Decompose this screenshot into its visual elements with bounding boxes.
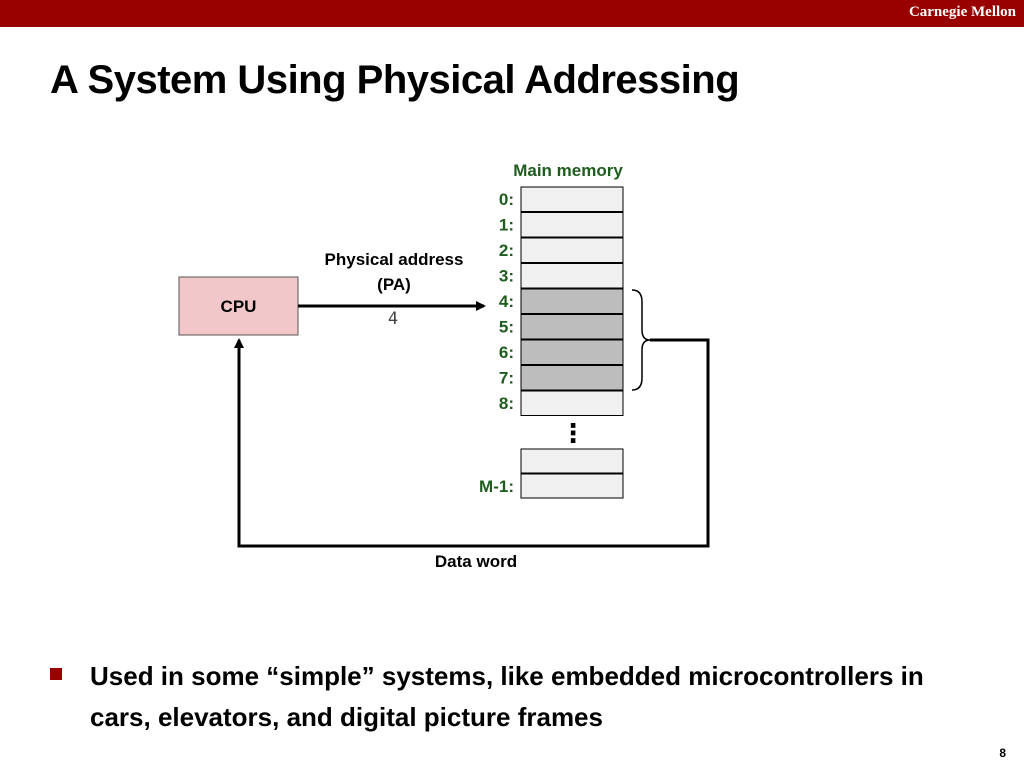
memory-rows: 0: 1: 2: 3: 4: 5: 6: 7: 8: bbox=[499, 186, 624, 416]
memory-address-5: 5: bbox=[499, 318, 514, 337]
physical-address-abbrev: (PA) bbox=[377, 275, 411, 294]
memory-address-7: 7: bbox=[499, 369, 514, 388]
memory-cell-3 bbox=[520, 263, 624, 289]
memory-cell-2 bbox=[520, 237, 624, 263]
address-value: 4 bbox=[388, 309, 398, 329]
memory-cell-8 bbox=[520, 390, 624, 416]
memory-cell-5 bbox=[520, 314, 624, 340]
memory-address-3: 3: bbox=[499, 267, 514, 286]
memory-address-2: 2: bbox=[499, 241, 514, 260]
memory-cell-1 bbox=[520, 212, 624, 238]
memory-address-4: 4: bbox=[499, 292, 514, 311]
memory-cell-0 bbox=[520, 186, 624, 212]
memory-cell-last bbox=[520, 473, 624, 499]
memory-address-8: 8: bbox=[499, 394, 514, 413]
memory-cell-7 bbox=[520, 365, 624, 391]
brand-name: Carnegie Mellon bbox=[908, 4, 1016, 20]
brand-bar: Carnegie Mellon bbox=[0, 0, 1024, 27]
bullet-text: Used in some “simple” systems, like embe… bbox=[90, 661, 924, 732]
memory-address-1: 1: bbox=[499, 216, 514, 235]
memory-cell-6 bbox=[520, 339, 624, 365]
memory-cell-4 bbox=[520, 288, 624, 314]
page-number: 8 bbox=[999, 746, 1006, 760]
data-word-arrow bbox=[234, 338, 710, 548]
data-word-brace bbox=[631, 289, 651, 391]
cpu-label: CPU bbox=[221, 297, 257, 316]
memory-address-0: 0: bbox=[499, 190, 514, 209]
memory-address-6: 6: bbox=[499, 343, 514, 362]
main-memory-title: Main memory bbox=[513, 161, 623, 180]
memory-cell bbox=[520, 448, 624, 474]
slide-title: A System Using Physical Addressing bbox=[50, 58, 740, 102]
physical-address-label: Physical address bbox=[325, 250, 464, 269]
memory-address-last: M-1: bbox=[479, 477, 514, 496]
data-word-label: Data word bbox=[435, 552, 517, 571]
bullet-square-icon bbox=[50, 668, 62, 680]
memory-ellipsis: ⋮ bbox=[560, 418, 586, 448]
